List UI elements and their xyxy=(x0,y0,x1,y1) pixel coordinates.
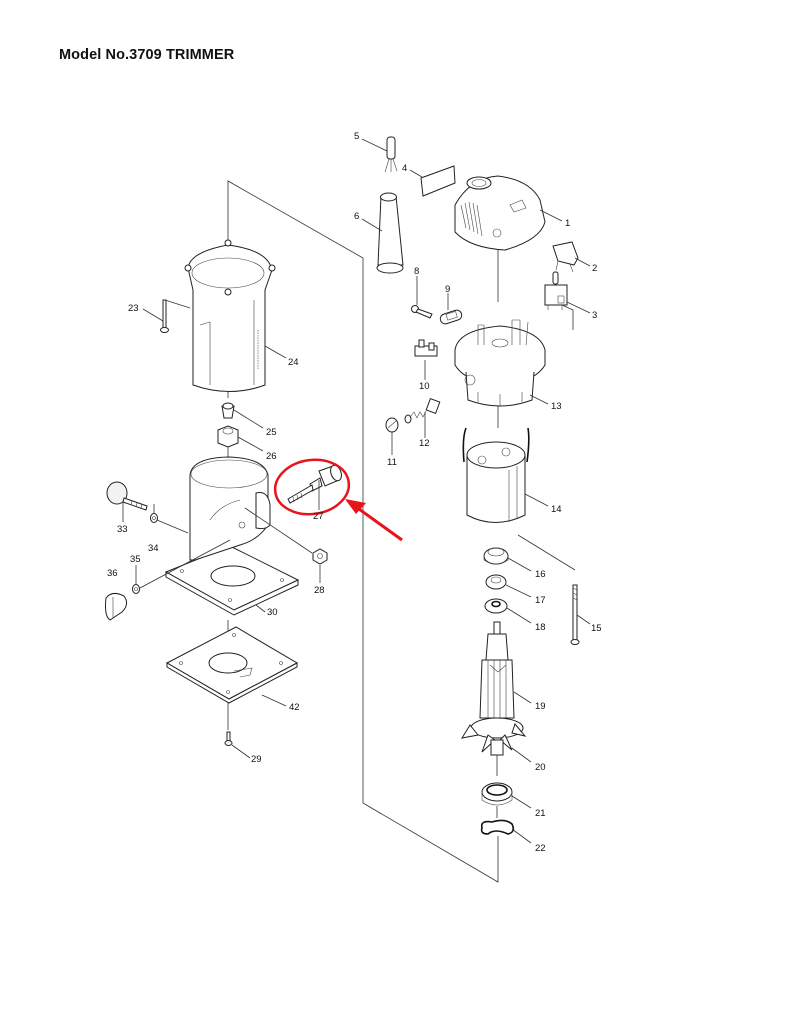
part-9-cord-clamp[interactable] xyxy=(439,309,463,325)
label-part-28: 28 xyxy=(314,585,325,596)
label-part-16: 16 xyxy=(535,569,546,580)
part-2-capacitor[interactable] xyxy=(552,241,579,273)
label-part-21: 21 xyxy=(535,808,546,819)
leader-lines xyxy=(122,138,591,844)
label-part-14: 14 xyxy=(551,504,562,515)
label-part-24: 24 xyxy=(288,357,299,368)
label-part-33: 33 xyxy=(117,524,128,535)
label-part-9: 9 xyxy=(445,284,450,295)
part-27-adjusting-screw[interactable] xyxy=(287,464,343,504)
label-part-2: 2 xyxy=(592,263,597,274)
part-23-screw[interactable] xyxy=(160,299,169,333)
label-part-36: 36 xyxy=(107,568,118,579)
part-30-trimmer-base[interactable] xyxy=(164,456,300,616)
label-part-3: 3 xyxy=(592,310,597,321)
label-part-42: 42 xyxy=(289,702,300,713)
label-part-26: 26 xyxy=(266,451,277,462)
label-part-12: 12 xyxy=(419,438,430,449)
label-part-29: 29 xyxy=(251,754,262,765)
part-42-base-plate[interactable] xyxy=(165,626,299,704)
page-title: Model No.3709 TRIMMER xyxy=(59,47,235,63)
part-13-motor-housing[interactable] xyxy=(454,319,546,407)
part-28-hex-nut[interactable] xyxy=(312,548,328,565)
label-part-17: 17 xyxy=(535,595,546,606)
part-26-collet-nut[interactable] xyxy=(217,425,239,448)
part-25-collet-cone[interactable] xyxy=(221,402,235,419)
label-part-27: 27 xyxy=(313,511,324,522)
highlight-annotation xyxy=(273,458,403,542)
label-part-5: 5 xyxy=(354,131,359,142)
part-19-armature[interactable] xyxy=(479,621,515,719)
red-highlight-circle xyxy=(273,458,351,516)
label-part-13: 13 xyxy=(551,401,562,412)
part-22-wave-washer[interactable] xyxy=(480,819,515,835)
part-17-ball-bearing-upper[interactable] xyxy=(485,574,507,590)
part-5-noise-suppressor[interactable] xyxy=(384,136,398,173)
red-arrow-head xyxy=(345,499,366,514)
label-part-1: 1 xyxy=(565,218,570,229)
label-part-11: 11 xyxy=(387,457,397,468)
part-24-motor-cover[interactable] xyxy=(184,239,276,392)
part-20-fan[interactable] xyxy=(460,717,527,756)
label-part-18: 18 xyxy=(535,622,546,633)
part-35-flat-washer-small[interactable] xyxy=(132,584,140,594)
part-29-pan-head-screw[interactable] xyxy=(224,731,233,746)
part-4-name-plate[interactable] xyxy=(420,165,456,197)
part-18-rubber-ring[interactable] xyxy=(484,598,508,614)
label-part-23: 23 xyxy=(128,303,139,314)
part-number-labels: 5 4 6 1 2 3 8 9 10 13 11 12 14 15 16 17 … xyxy=(107,131,602,854)
label-part-6: 6 xyxy=(354,211,359,222)
label-part-15: 15 xyxy=(591,623,602,634)
part-6-strain-relief[interactable] xyxy=(376,192,404,274)
part-36-lever[interactable] xyxy=(105,592,128,621)
label-part-22: 22 xyxy=(535,843,546,854)
part-3-switch[interactable] xyxy=(544,271,568,310)
label-part-10: 10 xyxy=(419,381,430,392)
label-part-25: 25 xyxy=(266,427,277,438)
part-16-bearing-retainer[interactable] xyxy=(483,547,509,565)
label-part-20: 20 xyxy=(535,762,546,773)
part-14-field[interactable] xyxy=(462,427,530,523)
label-part-4: 4 xyxy=(402,163,407,174)
part-21-ball-bearing-lower[interactable] xyxy=(481,782,513,806)
part-1-housing-cap[interactable] xyxy=(454,175,546,251)
part-11-brush-holder-cap[interactable] xyxy=(385,417,399,433)
part-12-carbon-brush[interactable] xyxy=(404,398,441,424)
label-part-34: 34 xyxy=(148,543,159,554)
part-15-long-screw[interactable] xyxy=(570,584,580,645)
part-10-terminal-block[interactable] xyxy=(414,339,438,357)
part-33-thumb-screw[interactable] xyxy=(106,481,148,511)
part-8-tapping-screw[interactable] xyxy=(411,305,433,319)
label-part-30: 30 xyxy=(267,607,278,618)
label-part-8: 8 xyxy=(414,266,419,277)
part-34-flat-washer[interactable] xyxy=(150,513,158,523)
red-arrow-shaft xyxy=(351,502,403,542)
label-part-35: 35 xyxy=(130,554,141,565)
label-part-19: 19 xyxy=(535,701,546,712)
